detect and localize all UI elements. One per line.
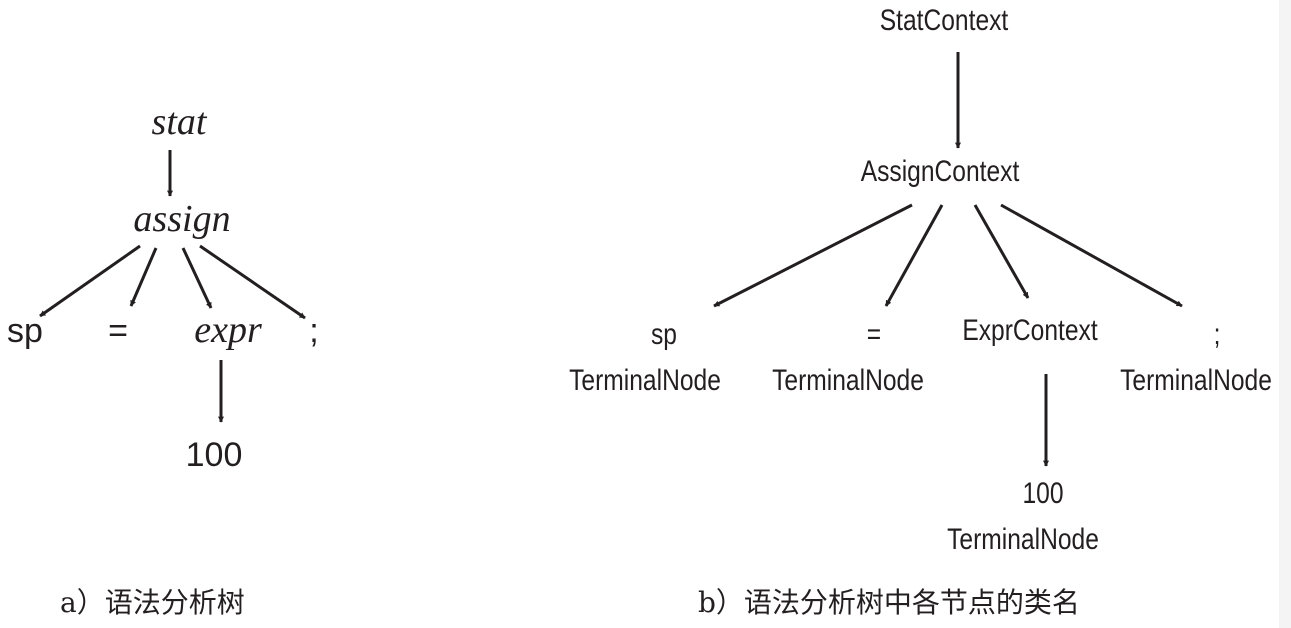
node-assign: assign <box>133 198 231 240</box>
edge-assign-semi <box>199 244 306 320</box>
node-eq-label: = <box>866 318 882 351</box>
node-eq-type: TerminalNode <box>772 364 924 397</box>
edge-assign-expr <box>181 247 213 309</box>
node-statcontext: StatContext <box>879 4 1009 37</box>
caption-a: a）语法分析树 <box>60 586 245 619</box>
node-expr: expr <box>194 309 262 351</box>
node-sp-label: sp <box>651 318 677 351</box>
node-100: 100 <box>185 436 243 474</box>
edge-assign-sp <box>39 244 141 318</box>
edge-assigncontext-exprcontext <box>973 204 1030 299</box>
node-equals: = <box>108 312 128 350</box>
edge-assigncontext-semi <box>1000 203 1183 308</box>
node-100-type: TerminalNode <box>947 523 1099 556</box>
edge-assign-eq <box>129 247 158 307</box>
edge-assigncontext-sp <box>713 203 913 308</box>
node-sp: sp <box>7 312 43 350</box>
caption-b: b）语法分析树中各节点的类名 <box>698 586 1080 619</box>
right-edge-strip <box>1279 0 1291 628</box>
node-exprcontext: ExprContext <box>962 314 1098 347</box>
edge-assigncontext-eq <box>884 204 944 307</box>
node-stat: stat <box>151 101 207 143</box>
node-semicolon: ; <box>309 312 319 350</box>
node-assigncontext: AssignContext <box>860 155 1020 188</box>
node-100-label: 100 <box>1022 477 1064 510</box>
node-semi-type: TerminalNode <box>1120 364 1272 397</box>
node-sp-type: TerminalNode <box>569 364 721 397</box>
node-semi-label: ; <box>1213 318 1221 351</box>
